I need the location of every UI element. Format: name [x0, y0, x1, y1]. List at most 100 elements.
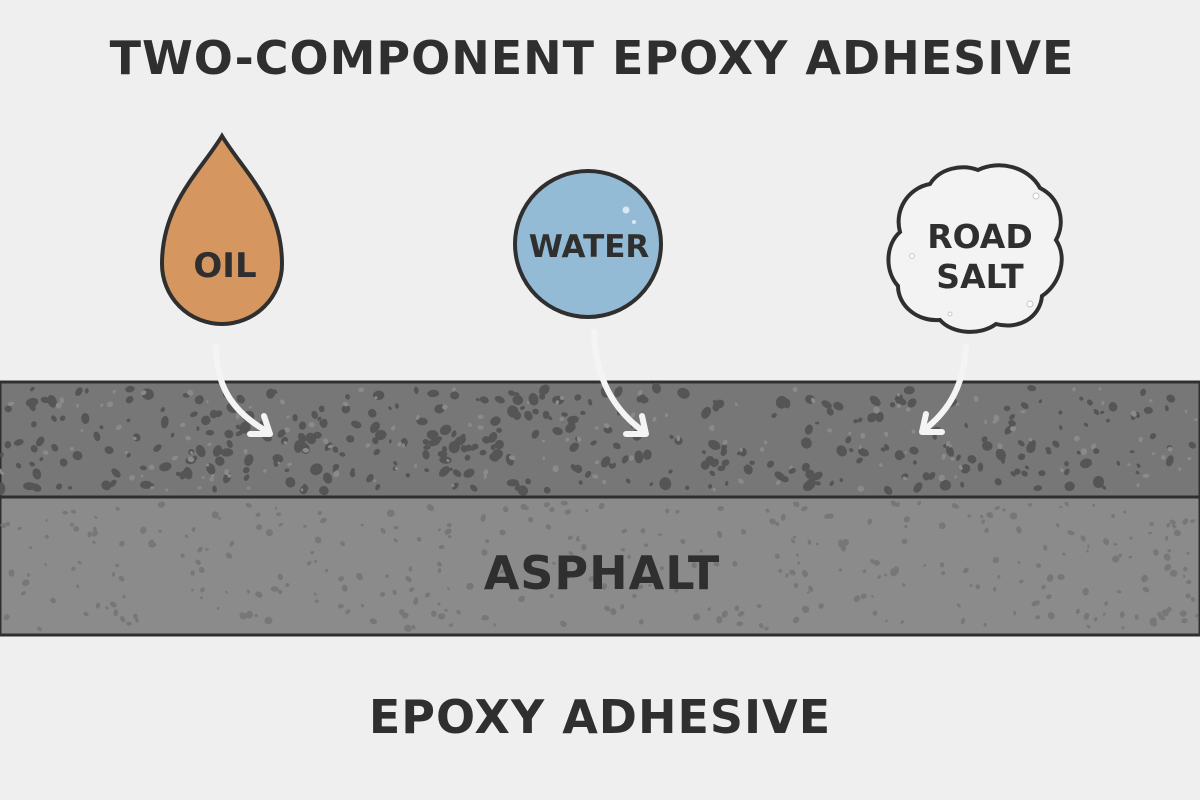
aggregate-speck	[318, 405, 325, 413]
aggregate-speck	[749, 460, 755, 466]
aggregate-speck	[906, 407, 911, 412]
aggregate-speck	[405, 576, 412, 583]
aggregate-speck	[460, 444, 468, 453]
aggregate-speck	[205, 429, 215, 436]
aggregate-speck	[285, 582, 290, 588]
asphalt-layer: ASPHALT	[0, 495, 1200, 637]
aggregate-speck	[496, 427, 502, 433]
aggregate-speck	[983, 622, 987, 627]
aggregate-speck	[165, 488, 169, 492]
aggregate-speck	[549, 507, 555, 513]
aggregate-speck	[1028, 437, 1033, 442]
aggregate-speck	[153, 444, 162, 452]
aggregate-speck	[265, 529, 273, 537]
aggregate-speck	[132, 613, 138, 619]
aggregate-speck	[1103, 538, 1110, 546]
aggregate-speck	[1102, 612, 1106, 616]
aggregate-speck	[426, 429, 439, 440]
aggregate-speck	[941, 570, 946, 576]
aggregate-speck	[340, 541, 345, 547]
aggregate-speck	[538, 393, 546, 400]
aggregate-speck	[883, 573, 888, 577]
aggregate-speck	[314, 599, 319, 603]
aggregate-speck	[246, 589, 251, 594]
aggregate-speck	[598, 502, 605, 510]
aggregate-speck	[157, 501, 166, 508]
aggregate-speck	[1017, 453, 1026, 461]
aggregate-speck	[1161, 609, 1169, 617]
aggregate-speck	[379, 592, 386, 597]
aggregate-speck	[903, 386, 915, 395]
aggregate-speck	[625, 478, 631, 484]
aggregate-speck	[447, 467, 453, 472]
aggregate-speck	[439, 424, 452, 436]
aggregate-speck	[298, 421, 307, 430]
oil-label: OIL	[193, 246, 256, 286]
aggregate-speck	[245, 610, 254, 619]
aggregate-speck	[23, 482, 36, 491]
aggregate-speck	[581, 543, 587, 551]
aggregate-speck	[1076, 450, 1081, 455]
aggregate-speck	[266, 388, 276, 399]
aggregate-speck	[1045, 594, 1052, 600]
aggregate-speck	[722, 439, 728, 446]
aggregate-speck	[969, 584, 973, 587]
aggregate-speck	[1151, 452, 1156, 456]
aggregate-speck	[720, 448, 728, 456]
aggregate-speck	[374, 396, 378, 400]
aggregate-speck	[567, 421, 576, 431]
aggregate-speck	[857, 485, 865, 492]
aggregate-speck	[480, 514, 486, 522]
aggregate-speck	[200, 587, 205, 593]
aggregate-speck	[1167, 549, 1172, 553]
aggregate-speck	[675, 509, 680, 514]
aggregate-speck	[225, 552, 233, 559]
aggregate-speck	[350, 420, 362, 429]
salt-grain-icon	[909, 253, 915, 259]
aggregate-speck	[734, 605, 740, 611]
aggregate-speck	[368, 408, 377, 418]
penetration-arrows	[213, 329, 969, 437]
aggregate-speck	[621, 455, 629, 464]
aggregate-speck	[637, 389, 643, 396]
aggregate-speck	[1028, 502, 1033, 507]
aggregate-speck	[394, 466, 399, 471]
aggregate-speck	[958, 464, 963, 471]
aggregate-speck	[525, 478, 532, 485]
aggregate-speck	[808, 585, 814, 592]
aggregate-speck	[1052, 440, 1060, 448]
aggregate-speck	[1059, 505, 1063, 508]
aggregate-speck	[1190, 519, 1196, 523]
aggregate-speck	[0, 468, 2, 473]
aggregate-speck	[423, 444, 431, 450]
aggregate-speck	[801, 462, 810, 472]
aggregate-speck	[769, 518, 776, 525]
aggregate-speck	[699, 549, 703, 553]
aggregate-speck	[932, 434, 937, 440]
aggregate-speck	[1067, 530, 1075, 536]
aggregate-speck	[652, 416, 657, 423]
aggregate-speck	[341, 584, 348, 592]
aggregate-speck	[602, 479, 607, 485]
aggregate-speck	[1149, 617, 1157, 626]
aggregate-speck	[1086, 399, 1093, 406]
aggregate-speck	[1195, 613, 1199, 618]
aggregate-speck	[314, 536, 322, 544]
aggregate-speck	[620, 548, 626, 552]
aggregate-speck	[545, 524, 552, 530]
aggregate-speck	[939, 479, 952, 491]
aggregate-speck	[518, 595, 526, 603]
aggregate-speck	[574, 394, 582, 401]
aggregate-speck	[567, 535, 573, 540]
aggregate-speck	[126, 418, 131, 423]
aggregate-speck	[552, 465, 559, 473]
aggregate-speck	[248, 405, 252, 409]
aggregate-speck	[190, 451, 194, 455]
aggregate-speck	[226, 440, 233, 448]
aggregate-speck	[765, 508, 770, 513]
aggregate-speck	[853, 419, 858, 424]
aggregate-speck	[303, 524, 307, 528]
aggregate-speck	[360, 603, 365, 608]
aggregate-speck	[413, 597, 419, 606]
aggregate-speck	[1104, 601, 1108, 606]
